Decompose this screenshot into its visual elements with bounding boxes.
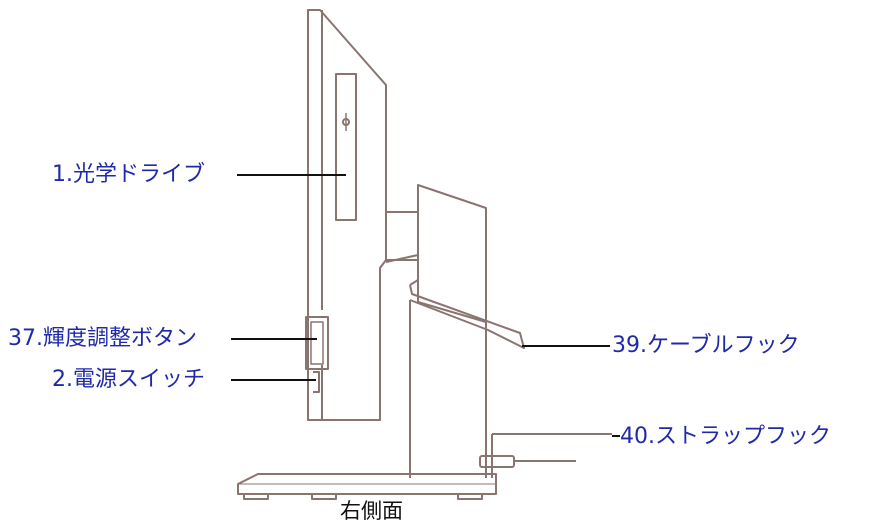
callout-cable-hook[interactable]: 39.ケーブルフック [612,333,800,358]
callout-brightness-buttons[interactable]: 37.輝度調整ボタン [8,326,197,351]
cable-hook-arm [409,284,525,349]
stand-foot [311,493,337,500]
stand-foot [457,493,483,500]
stand-foot [243,493,269,500]
optical-drive-slot [335,73,357,221]
monitor-body [307,9,387,421]
callout-optical-drive[interactable]: 1.光学ドライブ [52,162,205,187]
diagram-caption: 右側面 [340,499,403,523]
stand-column-upper [417,184,487,323]
callout-strap-hook[interactable]: 40.ストラップフック [620,424,831,449]
stand-neck [385,211,419,261]
callout-power-switch[interactable]: 2.電源スイッチ [52,367,205,392]
brightness-buttons-part [305,316,329,370]
power-switch-part [313,371,320,393]
